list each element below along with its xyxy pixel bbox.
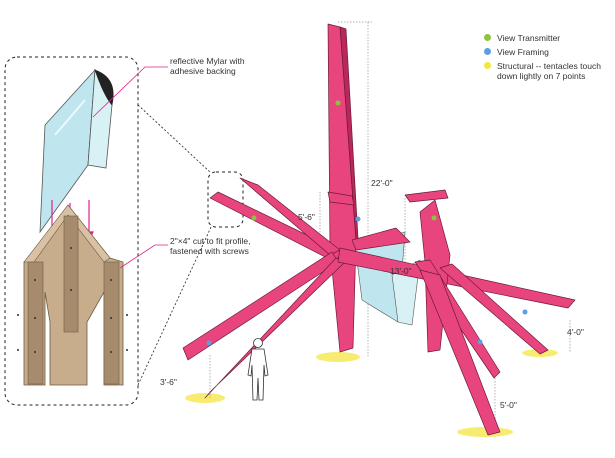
dimension-5ft: 5'-0": [500, 400, 517, 410]
lumber-callout-line: [119, 244, 168, 269]
human-figure: [247, 338, 269, 401]
lumber-annotation: 2"×4" cut to fit profile, fastened with …: [170, 236, 251, 256]
legend-label: View Framing: [497, 47, 549, 57]
dimension-4ft: 4'-0": [567, 327, 584, 337]
legend-dot-icon: [484, 48, 491, 55]
detail-frame: [4, 56, 139, 406]
wood-frame: [16, 204, 129, 386]
dimension-13ft: 13'-0": [390, 266, 412, 276]
legend-item-view-transmitter: View Transmitter: [484, 33, 560, 43]
legend-item-view-framing: View Framing: [484, 47, 549, 57]
dimension-5ft6: 5'-6": [298, 212, 315, 222]
mylar-sheet: [39, 68, 114, 234]
view-dots: [206, 100, 528, 346]
legend-label: Structural -- tentacles touch down light…: [497, 61, 601, 81]
zoom-connector-bottom: [137, 224, 213, 386]
mylar-annotation: reflective Mylar with adhesive backing: [170, 56, 245, 76]
legend-dot-icon: [484, 34, 491, 41]
tentacle-right-down: [419, 269, 501, 436]
tentacle-right-ground: [439, 263, 549, 355]
legend-item-structural: Structural -- tentacles touch down light…: [484, 61, 601, 81]
legend-label: View Transmitter: [497, 33, 561, 43]
dimension-3ft6: 3'-6": [160, 377, 177, 387]
tentacle-back-cross: [351, 227, 411, 251]
dimension-22ft: 22'-0": [371, 178, 393, 188]
touchdown-shadows: [185, 349, 558, 437]
zoom-box: [207, 171, 244, 228]
tentacles: [182, 23, 576, 436]
zoom-connector-top: [137, 104, 211, 173]
mylar-callout-line: [92, 66, 168, 118]
legend-dot-icon: [484, 62, 491, 69]
